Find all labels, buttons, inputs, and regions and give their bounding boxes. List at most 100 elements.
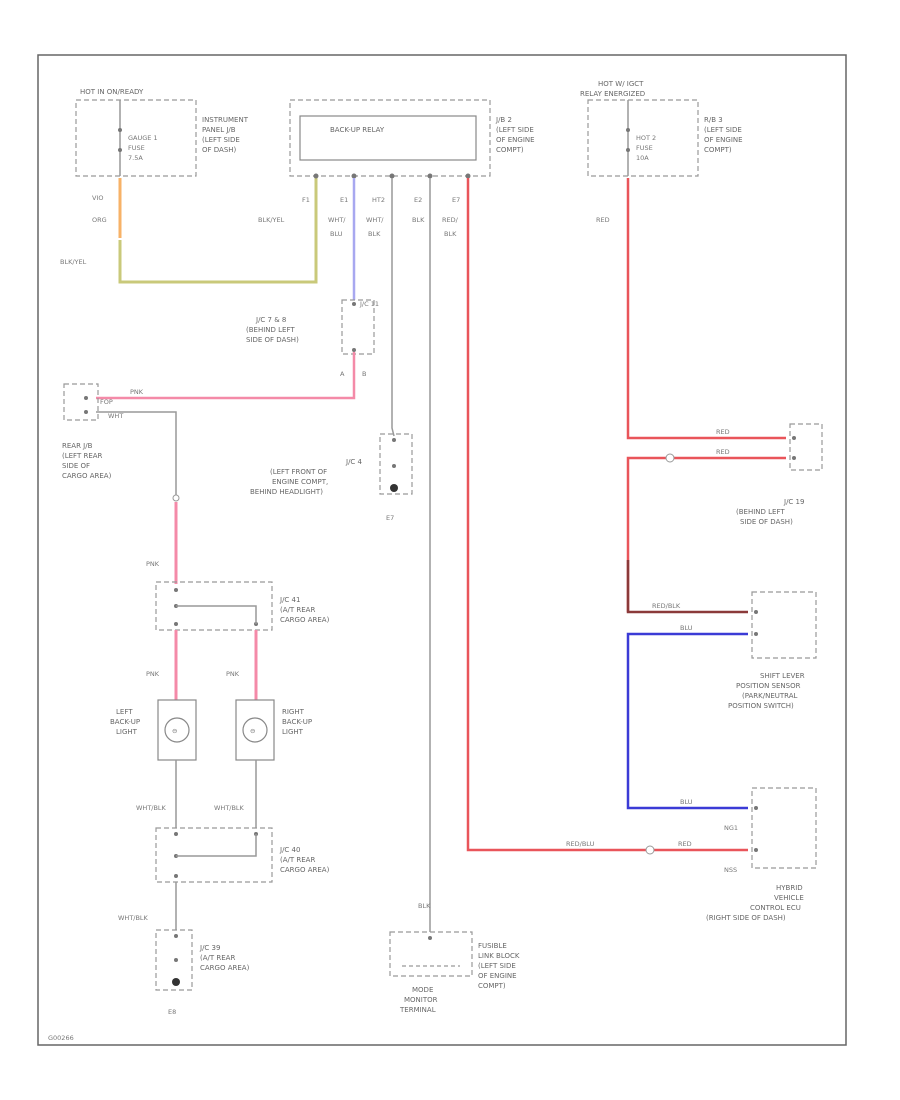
label-wire-redblk-h: RED/BLU [566,840,595,848]
label-jc39-1: J/C 39 [199,944,220,952]
connector-r [665,453,675,463]
label-wire-org: ORG [92,216,107,224]
label-whtblk-1: WHT/BLK [136,804,167,812]
label-hv-3: CONTROL ECU [750,904,801,912]
label-rb3-4: COMPT) [704,146,732,154]
label-ground-e7: E7 [386,514,394,522]
label-rb3-3: OF ENGINE [704,136,743,144]
label-fl-2: LINK BLOCK [478,952,520,960]
label-wire-red-top: RED [596,216,610,224]
jc41-box [155,581,273,631]
label-wire-red-a: RED [716,428,730,436]
label-pin-e1: E1 [340,196,348,204]
label-jc78-2: (BEHIND LEFT [246,326,295,334]
backup-relay [299,115,477,161]
label-rj-2: (LEFT REAR [62,452,103,460]
label-pin-a: A [340,370,345,378]
label-shift-4: POSITION SWITCH) [728,702,794,710]
label-jc40-1: J/C 40 [279,846,300,854]
label-jb2-3: OF ENGINE [496,136,535,144]
wire-maroon [626,560,748,614]
label-hv-1: HYBRID [776,884,803,892]
label-ip-jb-3: (LEFT SIDE [202,136,240,144]
label-pin-e2: E2 [414,196,422,204]
label-jc39-2: (A/T REAR [200,954,235,962]
label-fl-5: COMPT) [478,982,506,990]
label-jc78-1: J/C 7 & 8 [255,316,286,324]
label-hot2-amp: 10A [636,154,649,162]
label-ip-jb-4: OF DASH) [202,146,237,154]
label-ip-jb-1: INSTRUMENT [202,116,249,124]
label-jc41-3: CARGO AREA) [280,616,330,624]
jc39-box [155,929,193,991]
label-hot-in-on: HOT IN ON/READY [80,88,144,96]
label-shift-3: (PARK/NEUTRAL [742,692,798,700]
label-wire-blu-2: BLU [680,798,693,806]
wire-red-top [626,178,786,440]
bulb-glyph: ⊖ [250,727,255,735]
label-pin-f1: F1 [302,196,310,204]
bulb-glyph: ⊖ [172,727,177,735]
wire-gray-ht2 [391,178,395,437]
label-shift-2: POSITION SENSOR [736,682,801,690]
label-hot-relay-2: RELAY ENERGIZED [580,90,645,98]
label-hot2-fuse: HOT 2 [636,134,656,142]
label-wire-red-h: RED [678,840,692,848]
label-pin-nss: NSS [724,866,737,874]
label-rb3-1: R/B 3 [704,116,723,124]
label-jc4-4: BEHIND HEADLIGHT) [250,488,323,496]
label-jc40-3: CARGO AREA) [280,866,330,874]
wire-gray-rj [96,411,177,496]
label-jb2-1: J/B 2 [495,116,512,124]
label-pin-e7: E7 [452,196,460,204]
label-pin-ng1: NG1 [724,824,738,832]
label-lb-3: LIGHT [116,728,138,736]
label-jc39-3: CARGO AREA) [200,964,250,972]
label-rj-3: SIDE OF [62,462,90,470]
label-jc19-2: (BEHIND LEFT [736,508,785,516]
label-rb-3: LIGHT [282,728,304,736]
label-jc41-1: J/C 41 [279,596,300,604]
label-wire-blk: BLK [412,216,425,224]
fusible-link-box [389,931,473,977]
label-wire-blkyel-1: BLK/YEL [60,258,87,266]
connector-rj [172,494,180,502]
label-jc40-2: (A/T REAR [280,856,315,864]
label-wire-whtblk-1: WHT/ [366,216,384,224]
wire-pink-top [96,352,356,400]
diagram-code: G00266 [48,1034,74,1042]
label-mode-3: TERMINAL [399,1006,436,1014]
label-jc78-3: SIDE OF DASH) [246,336,299,344]
label-ground-e8: E8 [168,1008,176,1016]
label-backup-relay: BACK-UP RELAY [330,126,385,134]
label-wire-vio: VIO [92,194,103,202]
jc40-box [155,827,273,883]
label-hv-2: VEHICLE [774,894,804,902]
jc78-box [341,299,375,355]
label-gauge-amp: 7.5A [128,154,143,162]
ground-e7 [390,484,398,492]
label-jc41-2: (A/T REAR [280,606,315,614]
label-rb-1: RIGHT [282,708,305,716]
label-gauge-fuse: GAUGE 1 [128,134,158,142]
ground-e8 [172,978,180,986]
label-rj-pnk: PNK [130,388,144,396]
ip-jb-box [75,99,197,177]
bulb-icon [164,717,190,743]
label-wire-blk-mode: BLK [418,902,431,910]
label-jc4-2: (LEFT FRONT OF [270,468,327,476]
label-hv-4: (RIGHT SIDE OF DASH) [706,914,786,922]
label-mode-1: MODE [412,986,433,994]
bulb-icon [242,717,268,743]
label-whtblk-3: WHT/BLK [118,914,149,922]
label-jc19-1: J/C 19 [783,498,804,506]
label-pnk-2: PNK [146,670,160,678]
label-wire-blu-1: BLU [680,624,693,632]
label-wire-redblk-1: RED/ [442,216,459,224]
jc19-box [789,423,823,471]
label-wire-red-b: RED [716,448,730,456]
label-jb2-2: (LEFT SIDE [496,126,534,134]
label-jc4-3: ENGINE COMPT, [272,478,328,486]
label-wire-whtblk-2: BLK [368,230,381,238]
